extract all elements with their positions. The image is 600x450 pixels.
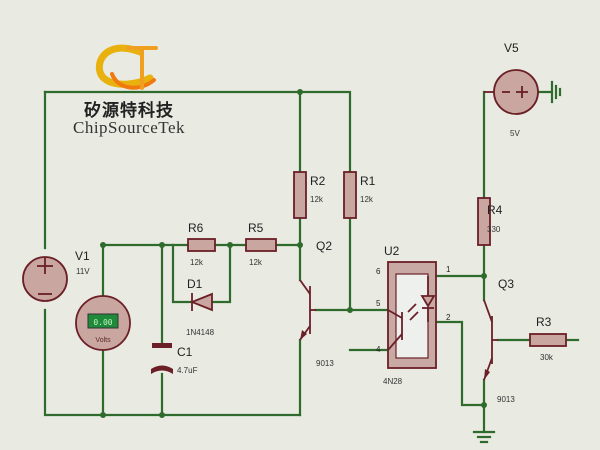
r6-value: 12k [190, 258, 204, 267]
r5-resistor[interactable] [245, 238, 277, 252]
r2-ref: R2 [310, 174, 326, 188]
c1-value: 4.7uF [177, 366, 198, 375]
v5-ground-icon [550, 80, 562, 104]
r1-value: 12k [360, 195, 374, 204]
company-logo-icon [95, 44, 158, 90]
r6-resistor[interactable] [187, 238, 216, 252]
v1-ref: V1 [75, 249, 90, 263]
voltmeter-display: 0.00 [93, 318, 112, 327]
q3-ref: Q3 [498, 277, 514, 291]
c1-capacitor[interactable] [151, 343, 173, 374]
u2-optocoupler[interactable] [387, 261, 437, 369]
d1-ref: D1 [187, 277, 203, 291]
v5-ref: V5 [504, 41, 519, 55]
q3-value: 9013 [497, 395, 515, 404]
u2-pin-6: 6 [376, 267, 381, 276]
r2-resistor[interactable] [293, 171, 307, 219]
r3-resistor[interactable] [529, 333, 567, 347]
r1-resistor[interactable] [343, 171, 357, 219]
r2-value: 12k [310, 195, 324, 204]
wires [43, 90, 580, 434]
junctions [100, 89, 487, 418]
u2-pin-2: 2 [446, 313, 451, 322]
r5-value: 12k [249, 258, 263, 267]
r5-ref: R5 [248, 221, 264, 235]
r3-value: 30k [540, 353, 554, 362]
u2-ref: U2 [384, 244, 400, 258]
u2-pin-5: 5 [376, 299, 381, 308]
d1-diode[interactable] [189, 292, 213, 312]
v1-source[interactable] [22, 256, 68, 302]
q2-value: 9013 [316, 359, 334, 368]
u2-value: 4N28 [383, 377, 403, 386]
voltmeter-unit: Volts [95, 337, 111, 344]
r4-resistor[interactable] [477, 197, 491, 246]
d1-value: 1N4148 [186, 328, 215, 337]
v5-source[interactable] [484, 69, 539, 115]
r4-value: 330 [487, 225, 501, 234]
q2-ref: Q2 [316, 239, 332, 253]
v5-value: 5V [510, 129, 520, 138]
ground-icon [472, 430, 496, 444]
r6-ref: R6 [188, 221, 204, 235]
r3-ref: R3 [536, 315, 552, 329]
r1-ref: R1 [360, 174, 376, 188]
logo-chinese-text: 矽源特科技 [84, 101, 174, 121]
q2-transistor[interactable] [299, 279, 316, 341]
u2-pin-1: 1 [446, 265, 451, 274]
voltmeter[interactable] [75, 295, 131, 351]
u2-pin-4: 4 [376, 345, 381, 354]
logo-english-text: ChipSourceTek [73, 118, 186, 137]
r4-ref: R4 [487, 203, 503, 217]
q3-transistor[interactable] [483, 299, 498, 381]
c1-ref: C1 [177, 345, 193, 359]
v1-value: 11V [76, 267, 90, 276]
